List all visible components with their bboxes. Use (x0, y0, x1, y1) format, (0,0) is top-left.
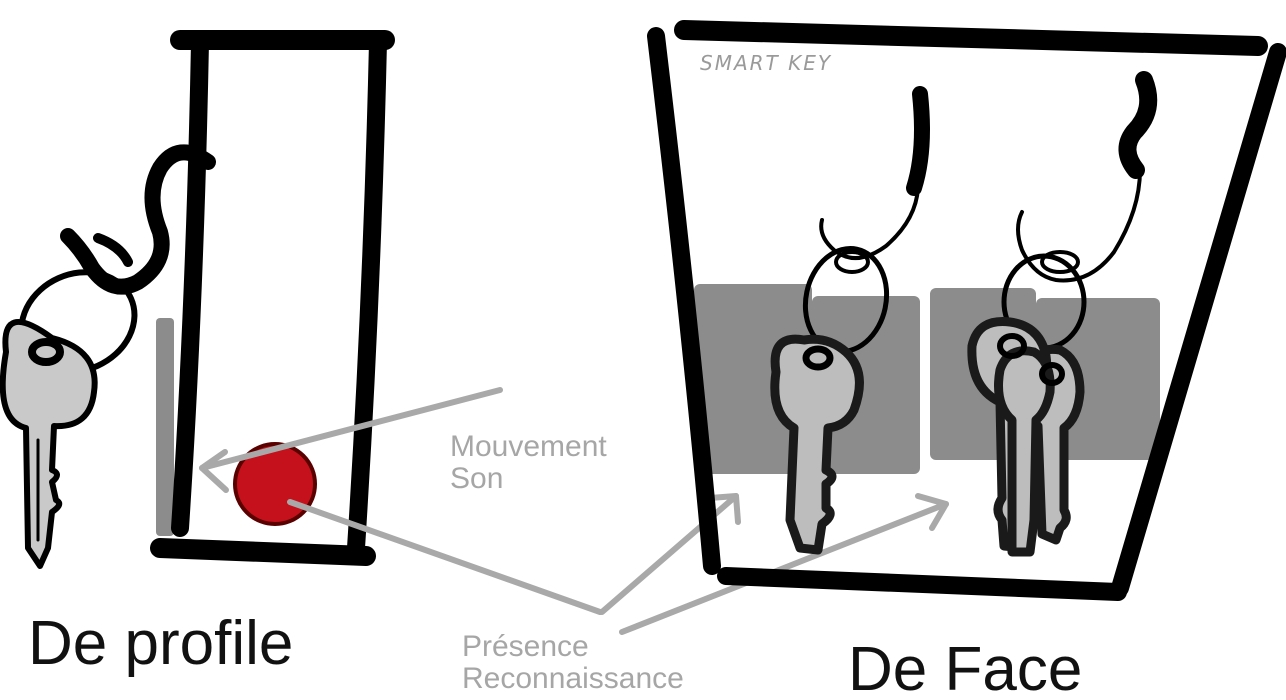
front-view-slot-1 (694, 284, 812, 474)
side-view-diagram (0, 30, 395, 569)
arrow-to-sensor (199, 387, 503, 471)
side-hook (60, 144, 216, 295)
arrow-detect-to-left-keys-head (707, 493, 741, 525)
arrow-detect-to-right-keys (619, 501, 949, 635)
side-view-caption: De profile (28, 609, 293, 678)
side-key-icon (0, 319, 98, 569)
front-left-hook (906, 86, 930, 196)
side-hook-tip (93, 233, 133, 267)
front-right-ring-clip (1040, 250, 1080, 274)
side-frame-bottom-bar (150, 538, 376, 566)
front-right-hook-wire (1016, 168, 1142, 283)
front-left-ring-clip (834, 250, 870, 274)
arrow-detect-to-right-keys-head (915, 493, 949, 531)
detection-label-recognition: Reconnaissance (462, 662, 684, 695)
front-view-diagram: SMART KEY (647, 20, 1286, 601)
annotation-arrows (199, 387, 949, 635)
front-left-key-icon (770, 334, 864, 555)
brand-label: SMART KEY (700, 51, 832, 75)
front-frame-left-bar (647, 27, 721, 575)
sensor-label-movement: Mouvement (450, 430, 607, 463)
front-right-hook (1118, 71, 1158, 179)
side-view-shadow (156, 318, 174, 536)
arrow-to-sensor-head (199, 449, 229, 493)
detection-label-presence: Présence (462, 630, 589, 663)
front-frame-bottom-bar (717, 567, 1127, 601)
front-frame-top-bar (674, 20, 1268, 56)
side-frame-right-bar (347, 33, 387, 557)
sensor-label-sound: Son (450, 462, 503, 495)
side-frame-left-bar (171, 33, 209, 537)
front-right-keys-icon (967, 317, 1085, 557)
front-left-hook-wire (819, 186, 920, 260)
front-frame-right-bar (1111, 43, 1286, 597)
arrow-detect-to-sensor (287, 499, 603, 615)
front-view-caption: De Face (848, 635, 1082, 700)
